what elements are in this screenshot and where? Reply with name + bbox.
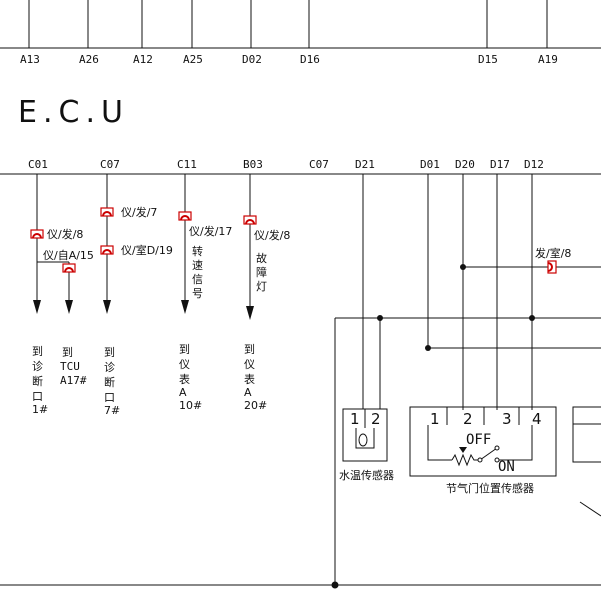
switch-node (494, 445, 500, 451)
destination-label: 表 (179, 372, 190, 386)
top-pin-label: A13 (20, 53, 40, 66)
switch-node (477, 457, 483, 463)
arrow-c07 (103, 300, 111, 314)
destination-label: A17# (60, 374, 87, 387)
connector-icon (243, 215, 257, 225)
arrow-tcu (65, 300, 73, 314)
destination-label: 20# (244, 399, 267, 412)
sensor-pin-number: 2 (463, 410, 473, 428)
sensor-pin-number: 1 (430, 410, 440, 428)
destination-label: 到 (62, 346, 73, 359)
vertical-label: 障 (256, 265, 267, 279)
vertical-label: 转 (192, 244, 203, 258)
vertical-label: 故 (256, 251, 267, 265)
resistor-icon (451, 453, 480, 467)
switch-on-label: ON (498, 459, 515, 475)
sensor-pin-number: 3 (502, 410, 512, 428)
connector-icon (547, 260, 557, 274)
top-pin-label: A19 (538, 53, 558, 66)
junction-dot (460, 264, 466, 270)
connector-icon (30, 229, 44, 239)
wire-label: 仪/发/7 (121, 205, 157, 219)
switch-off-label: OFF (466, 432, 491, 448)
destination-label: 断 (104, 375, 115, 389)
ecu-pin-label: D17 (490, 158, 510, 171)
ecu-pin-label: C07 (100, 158, 120, 171)
sensor-pin-number: 1 (350, 410, 360, 428)
wire-label: 仪/室D/19 (121, 243, 173, 257)
ecu-pin-label: D21 (355, 158, 375, 171)
sensor-name: 水温传感器 (339, 469, 394, 482)
ecu-pin-label: D01 (420, 158, 440, 171)
destination-label: 仪 (179, 358, 190, 371)
ecu-title: E.C.U (18, 95, 129, 130)
destination-label: 表 (244, 372, 255, 386)
vertical-label: 信 (192, 273, 203, 286)
destination-label: 到 (179, 343, 190, 356)
wiper-arrow (459, 447, 467, 453)
destination-label: 诊 (32, 359, 43, 373)
ecu-pin-label: D12 (524, 158, 544, 171)
wire-label: 仪/自A/15 (43, 249, 94, 262)
destination-label: 仪 (244, 358, 255, 371)
destination-label: TCU (60, 360, 80, 373)
switch-node (494, 457, 500, 463)
destination-label: 到 (104, 346, 115, 359)
destination-label: 诊 (104, 360, 115, 374)
top-pin-label: A26 (79, 53, 99, 66)
destination-label: 到 (244, 343, 255, 356)
destination-label: 口 (104, 391, 115, 404)
partial-sensor-box (572, 406, 601, 463)
ecu-pin-label: C07 (309, 158, 329, 171)
connector-icon (100, 207, 114, 217)
water-sensor-internal (355, 428, 375, 449)
top-pin-label: D02 (242, 53, 262, 66)
arrow-c11 (181, 300, 189, 314)
vertical-label: 灯 (256, 280, 267, 293)
throttle-internal (427, 425, 452, 461)
sensor-pin-number: 4 (532, 410, 542, 428)
destination-label: 7# (104, 404, 120, 417)
ecu-pin-label: C01 (28, 158, 48, 171)
partial-wire (579, 501, 601, 517)
destination-label: 断 (32, 374, 43, 388)
vertical-label: 号 (192, 287, 203, 300)
destination-label: 到 (32, 345, 43, 358)
throttle-position-sensor (409, 406, 557, 477)
sensor-name: 节气门位置传感器 (446, 481, 534, 495)
top-pin-label: D16 (300, 53, 320, 66)
thermistor-icon (358, 433, 368, 447)
ecu-pin-label: D20 (455, 158, 475, 171)
destination-label: 口 (32, 390, 43, 403)
junction-dot (331, 581, 339, 589)
top-pin-label: A25 (183, 53, 203, 66)
junction-dot (425, 345, 431, 351)
connector-icon (100, 245, 114, 255)
sensor-pin-number: 2 (371, 410, 381, 428)
wire-label: 发/室/8 (535, 246, 571, 260)
destination-label: A (244, 386, 252, 399)
destination-label: 10# (179, 399, 202, 412)
wire-label: 仪/发/8 (47, 227, 83, 241)
throttle-internal (497, 425, 533, 461)
junction-dot (529, 315, 535, 321)
arrow-c01 (33, 300, 41, 314)
connector-icon (62, 263, 76, 273)
vertical-label: 速 (192, 259, 203, 272)
top-pin-label: D15 (478, 53, 498, 66)
arrow-b03 (246, 306, 254, 320)
destination-label: 1# (32, 403, 48, 416)
ecu-pin-label: B03 (243, 158, 263, 171)
wire-label: 仪/发/8 (254, 228, 290, 242)
destination-label: A (179, 386, 187, 399)
switch-contact (479, 447, 498, 461)
top-pin-label: A12 (133, 53, 153, 66)
ecu-pin-label: C11 (177, 158, 197, 171)
connector-icon (178, 211, 192, 221)
wire-label: 仪/发/17 (189, 224, 232, 238)
